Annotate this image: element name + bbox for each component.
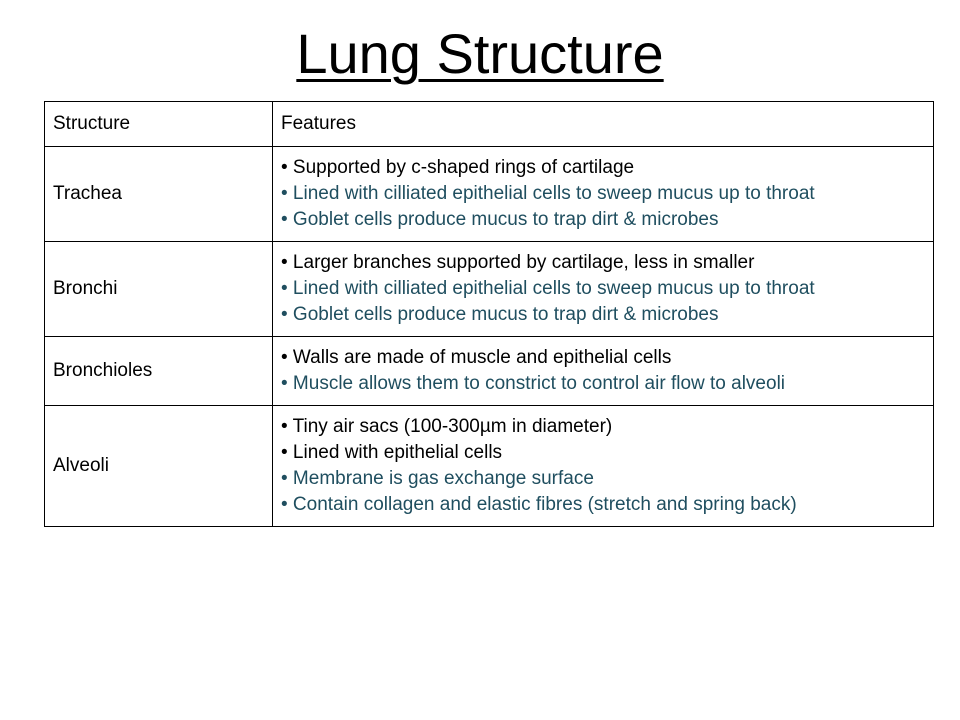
- features-cell: • Supported by c-shaped rings of cartila…: [272, 146, 934, 242]
- feature-item: • Walls are made of muscle and epithelia…: [281, 347, 672, 368]
- feature-list: • Walls are made of muscle and epithelia…: [281, 337, 925, 405]
- features-cell: • Walls are made of muscle and epithelia…: [272, 336, 934, 406]
- feature-item: • Contain collagen and elastic fibres (s…: [281, 494, 797, 515]
- structure-cell: Bronchioles: [44, 336, 273, 406]
- features-cell: • Tiny air sacs (100-300µm in diameter) …: [272, 405, 934, 527]
- features-cell: • Larger branches supported by cartilage…: [272, 241, 934, 337]
- feature-list: • Supported by c-shaped rings of cartila…: [281, 147, 925, 241]
- structure-cell: Trachea: [44, 146, 273, 242]
- header-features: Features: [272, 101, 934, 147]
- table-row-trachea: Trachea • Supported by c-shaped rings of…: [44, 146, 934, 242]
- table-row-bronchioles: Bronchioles • Walls are made of muscle a…: [44, 336, 934, 406]
- feature-item: • Larger branches supported by cartilage…: [281, 252, 755, 273]
- table-header-row: Structure Features: [44, 101, 934, 147]
- page-title: Lung Structure: [296, 22, 664, 85]
- table-row-bronchi: Bronchi • Larger branches supported by c…: [44, 241, 934, 337]
- header-structure: Structure: [44, 101, 273, 147]
- structure-cell: Alveoli: [44, 405, 273, 527]
- feature-item: • Goblet cells produce mucus to trap dir…: [281, 304, 719, 325]
- feature-list: • Larger branches supported by cartilage…: [281, 242, 925, 336]
- feature-item: • Lined with cilliated epithelial cells …: [281, 278, 815, 299]
- feature-list: • Tiny air sacs (100-300µm in diameter) …: [281, 406, 925, 526]
- feature-item: • Lined with cilliated epithelial cells …: [281, 183, 815, 204]
- structure-cell: Bronchi: [44, 241, 273, 337]
- table-row-alveoli: Alveoli • Tiny air sacs (100-300µm in di…: [44, 405, 934, 527]
- feature-item: • Tiny air sacs (100-300µm in diameter): [281, 416, 613, 437]
- feature-item: • Goblet cells produce mucus to trap dir…: [281, 209, 719, 230]
- lung-structure-table: Structure Features Trachea • Supported b…: [44, 101, 934, 527]
- feature-item: • Membrane is gas exchange surface: [281, 468, 594, 489]
- feature-item: • Lined with epithelial cells: [281, 442, 503, 463]
- feature-item: • Supported by c-shaped rings of cartila…: [281, 157, 635, 178]
- feature-item: • Muscle allows them to constrict to con…: [281, 373, 786, 394]
